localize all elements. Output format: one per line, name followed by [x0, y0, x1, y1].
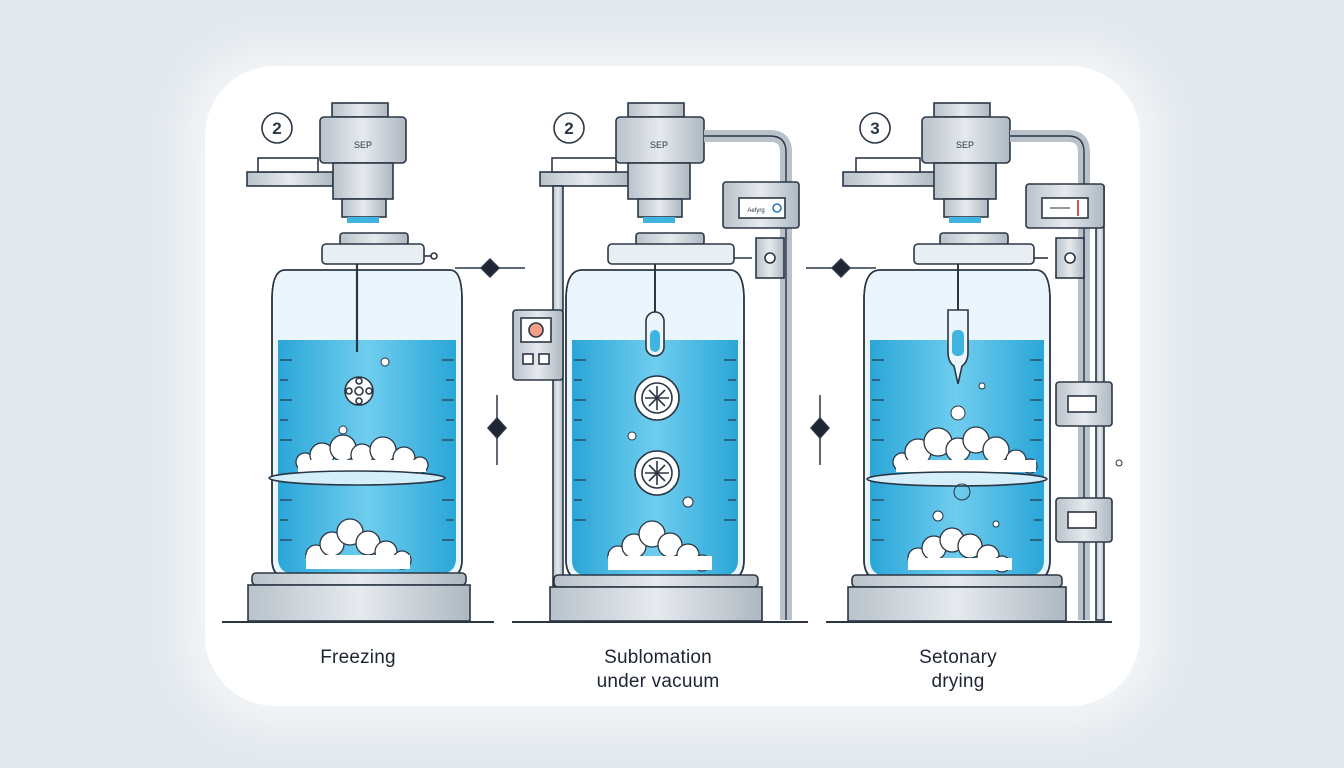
scale-marks	[574, 359, 736, 521]
svg-text:Aefyrg: Aefyrg	[747, 208, 764, 214]
caption-line: Sublomation	[604, 647, 712, 668]
probe-tube	[947, 264, 969, 385]
step-badge-2: 2	[553, 112, 585, 144]
caption-line: Setonary	[919, 647, 997, 668]
svg-text:SEP: SEP	[354, 140, 372, 150]
stage-2-sublimation: 2 SEP Aefyrg	[512, 102, 808, 623]
svg-text:2: 2	[564, 119, 573, 138]
ice-cluster-lower	[907, 527, 1012, 573]
step-badge-1: 2	[261, 112, 293, 144]
gauge-panel	[1025, 183, 1105, 229]
gauge-panel: Aefyrg	[722, 181, 800, 229]
probe-tube	[645, 264, 665, 357]
scale-marks	[280, 359, 454, 541]
top-cap: SEP	[615, 102, 705, 223]
collar	[321, 243, 425, 265]
ice-cluster-upper	[295, 434, 429, 474]
ice-cluster	[607, 520, 712, 572]
top-cap: SEP	[921, 102, 1011, 223]
connector-1	[455, 257, 525, 465]
stage-3-drying: 3 SEP	[826, 102, 1123, 623]
control-box	[512, 309, 564, 381]
snowflake-icon	[634, 375, 680, 421]
snowflake-icon	[634, 450, 680, 496]
frozen-layer	[268, 470, 446, 486]
svg-text:SEP: SEP	[650, 140, 668, 150]
left-pipe	[552, 185, 564, 587]
side-arm-bracket	[257, 157, 319, 173]
scale-marks	[872, 359, 1042, 541]
base	[247, 584, 471, 622]
svg-text:SEP: SEP	[956, 140, 974, 150]
side-box-lower	[1055, 497, 1113, 543]
caption-line: drying	[931, 671, 985, 692]
svg-text:3: 3	[870, 119, 879, 138]
step-badge-3: 3	[859, 112, 891, 144]
ice-cluster-lower	[305, 518, 412, 570]
stage-1-freezing: 2 SEP	[222, 102, 494, 623]
stage-2-caption: Sublomation under vacuum	[560, 646, 756, 694]
base-top	[251, 572, 467, 586]
top-cap: SEP	[319, 102, 407, 223]
side-box-upper	[1055, 381, 1113, 427]
stage-3-caption: Setonary drying	[870, 646, 1046, 694]
caption-line: Freezing	[320, 647, 396, 668]
stage-1-caption: Freezing	[272, 646, 444, 670]
snowflake-icon	[344, 376, 374, 406]
connector-2	[806, 257, 876, 465]
side-arm	[246, 171, 334, 187]
ice-cluster-upper	[892, 426, 1038, 474]
svg-text:2: 2	[272, 119, 281, 138]
caption-line: under vacuum	[596, 671, 720, 692]
